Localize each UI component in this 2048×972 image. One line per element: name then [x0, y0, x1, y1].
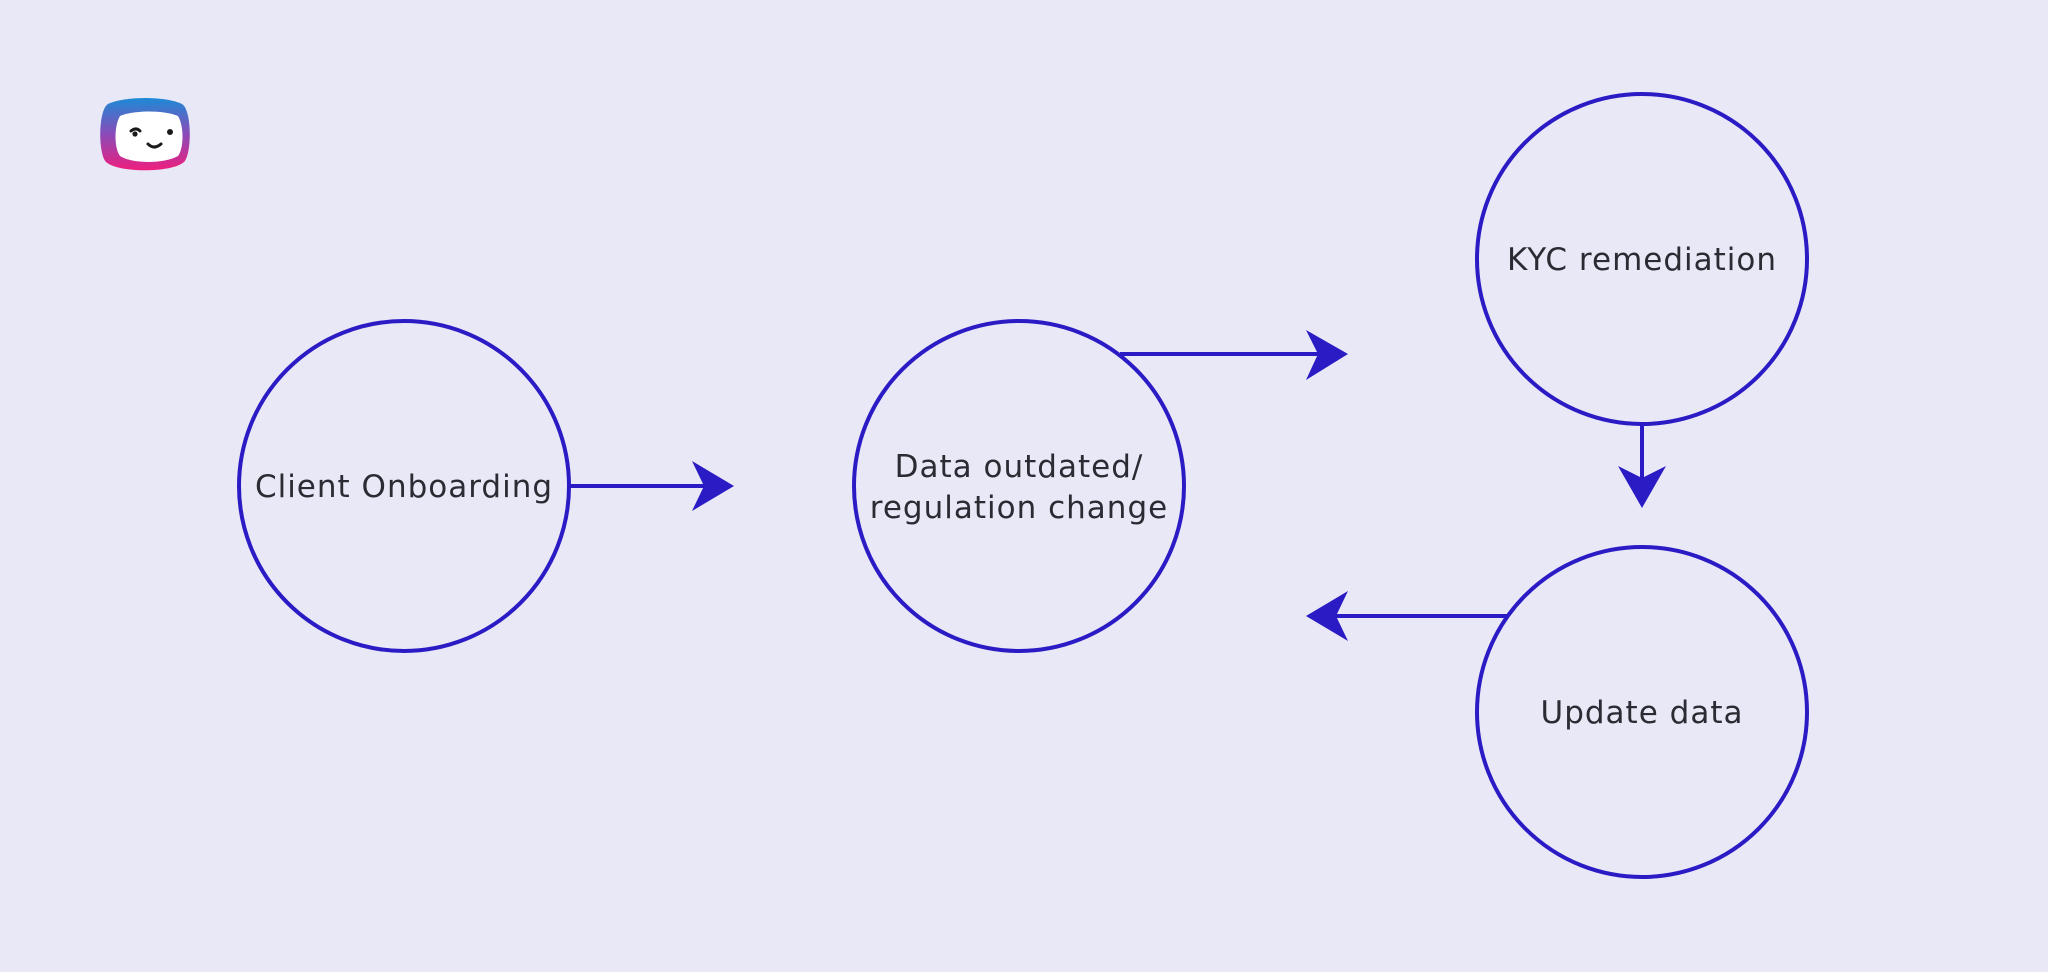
node-circle	[237, 319, 571, 653]
edge-kyc-to-update-data	[1618, 424, 1666, 508]
node-label-update-data: Update data	[1541, 695, 1744, 731]
node-data-outdated: Data outdated/ regulation change	[852, 319, 1186, 653]
edge-update-data-to-data-outdated	[1306, 591, 1508, 641]
node-circle	[1475, 92, 1809, 426]
node-label-data-outdated-line2: regulation change	[870, 490, 1168, 526]
node-circle	[852, 319, 1186, 653]
node-circle	[1475, 545, 1809, 879]
node-client-onboarding: Client Onboarding	[237, 319, 571, 653]
node-kyc-remediation: KYC remediation	[1475, 92, 1809, 426]
node-label-data-outdated-line1: Data outdated/	[895, 449, 1144, 485]
node-update-data: Update data	[1475, 545, 1809, 879]
edge-data-outdated-to-kyc	[1120, 330, 1348, 380]
node-label-client-onboarding: Client Onboarding	[255, 469, 553, 505]
node-label-kyc-remediation: KYC remediation	[1507, 242, 1777, 278]
edge-onboarding-to-data-outdated	[570, 461, 734, 511]
mascot-logo-icon	[100, 98, 190, 171]
